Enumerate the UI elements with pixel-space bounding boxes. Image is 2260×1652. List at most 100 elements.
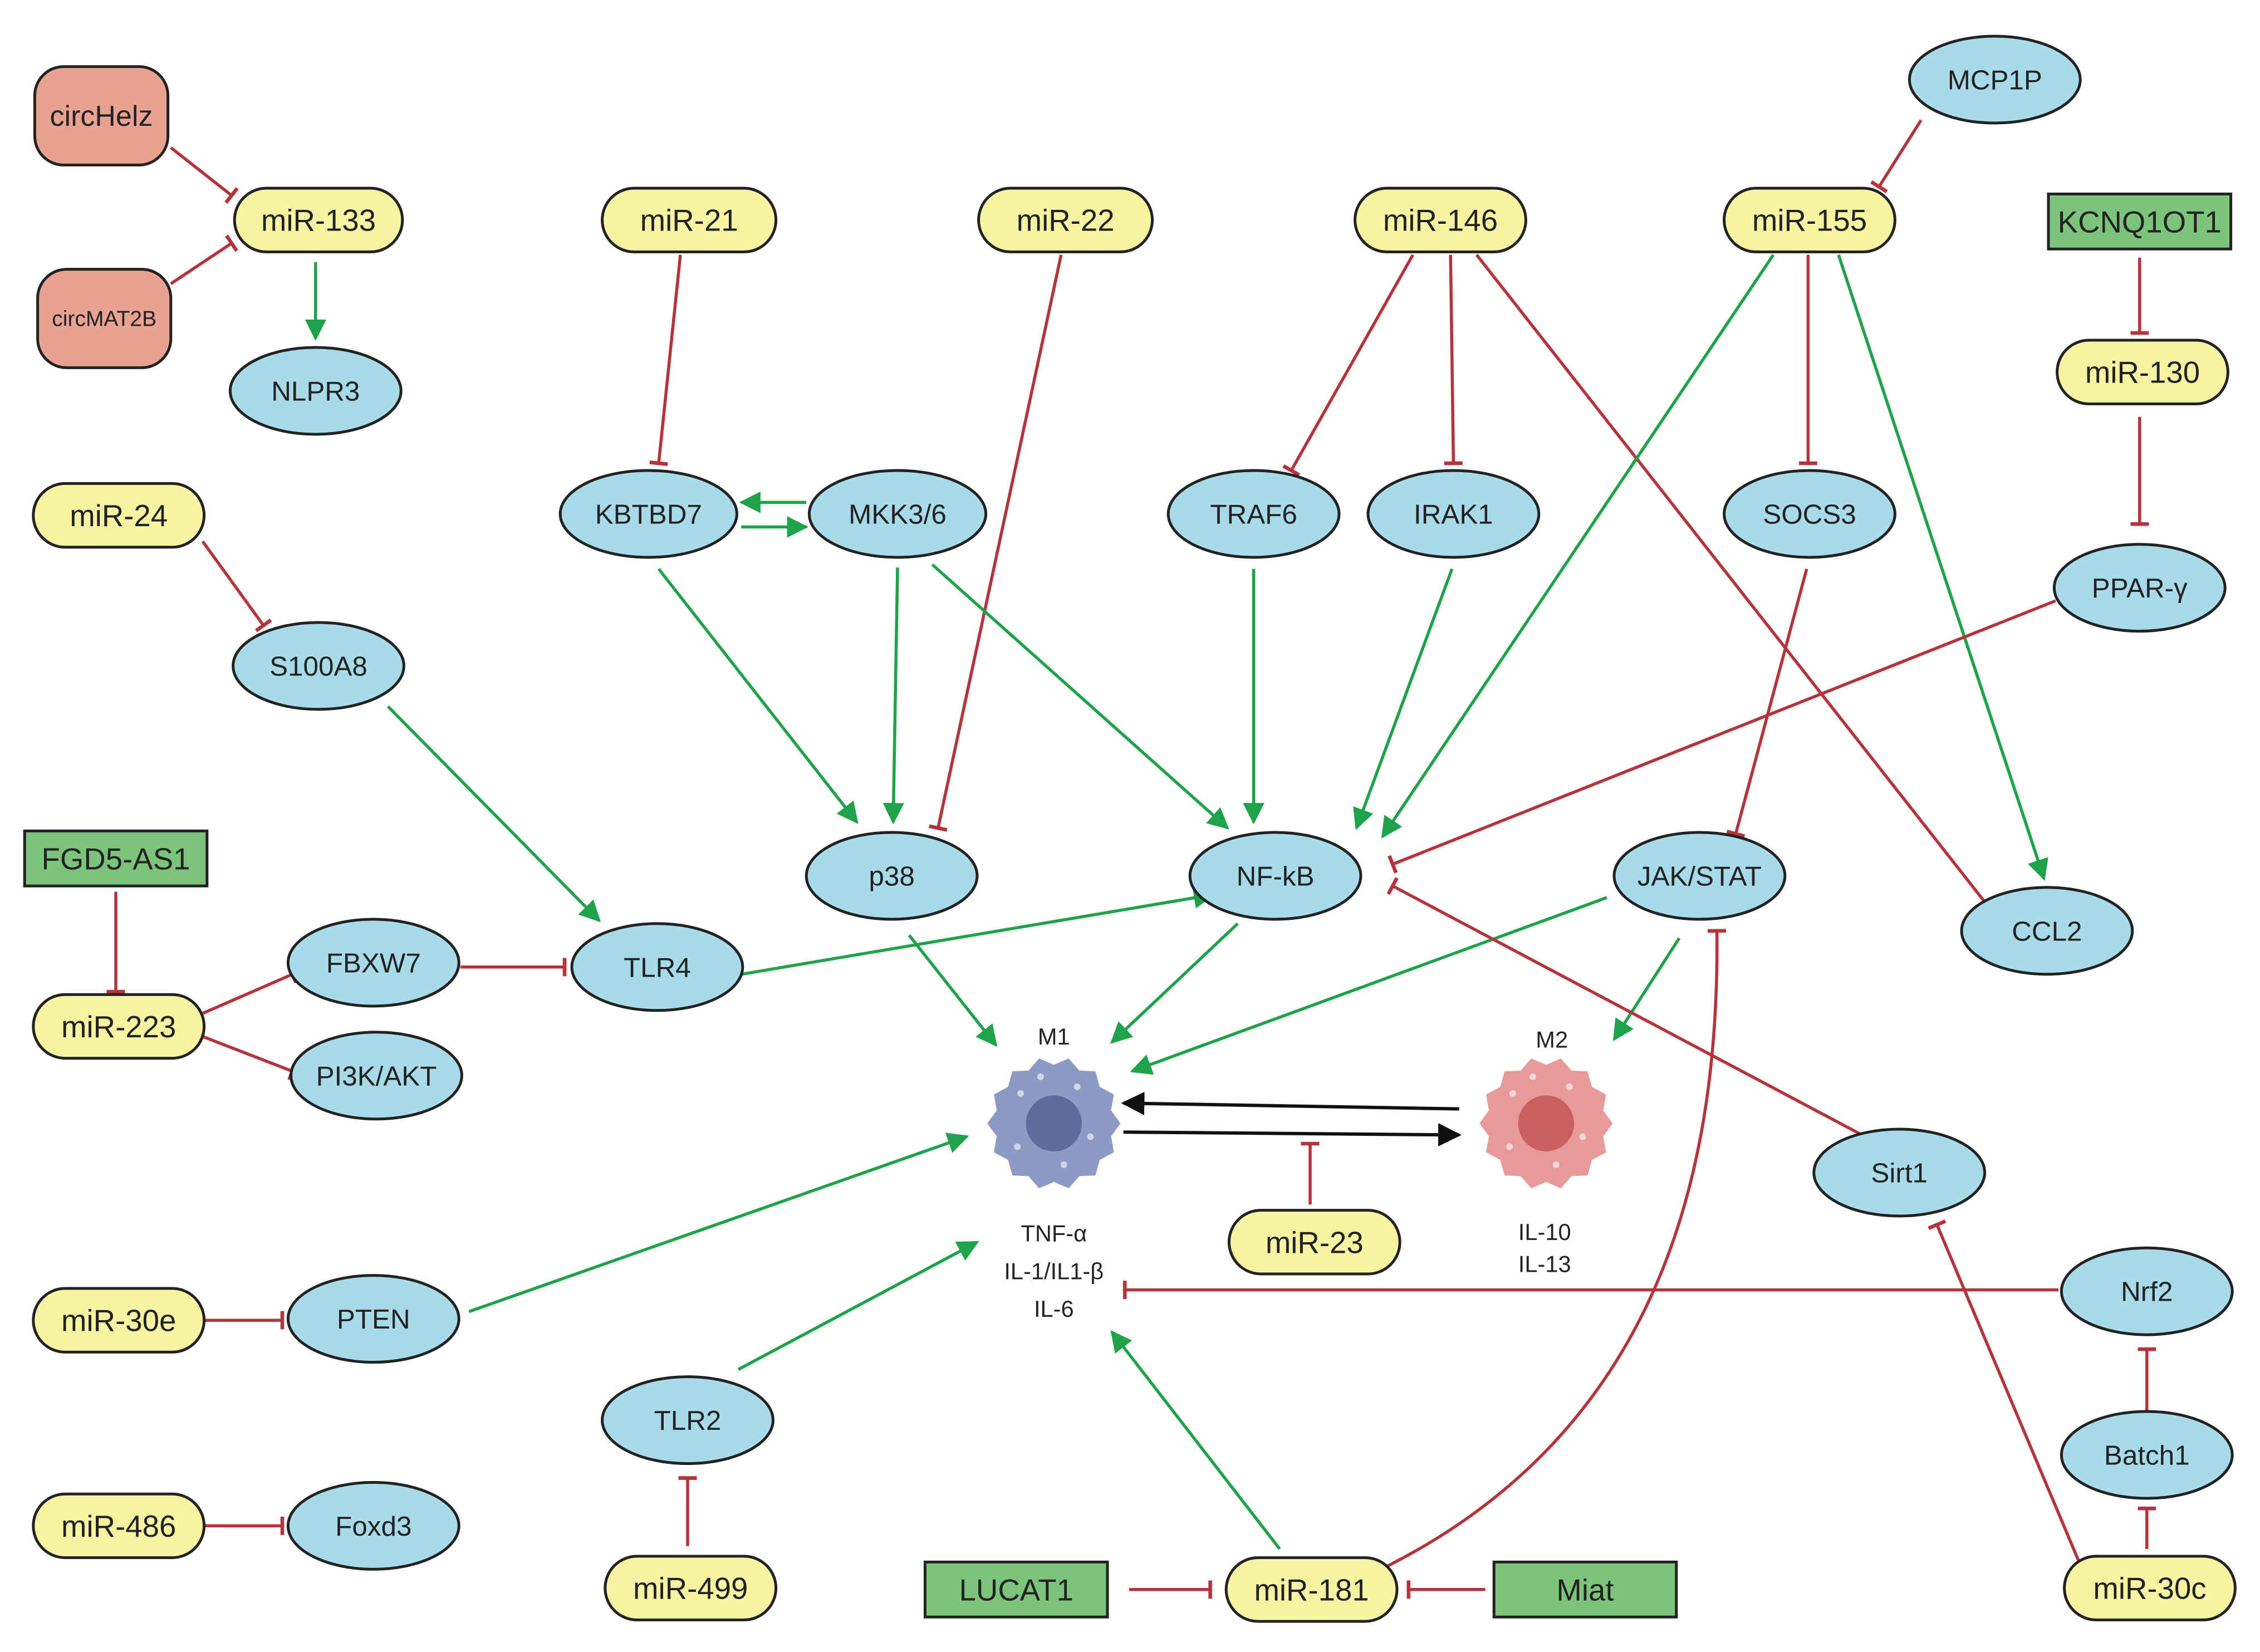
node-shape-traf6 <box>1166 469 1341 559</box>
node-shape-mir-21 <box>601 187 778 253</box>
activation-edge-48 <box>1110 1330 1281 1550</box>
activation-edge-15 <box>1381 254 1775 839</box>
node-shape-mir-133 <box>233 187 404 253</box>
node-shape-mir-24 <box>32 482 206 549</box>
protein-node-p38: p38 <box>805 831 979 921</box>
node-label-s100a8: S100A8 <box>269 651 367 682</box>
inhibition-edge-46 <box>1928 1219 2086 1576</box>
inhibition-edge-5 <box>928 254 1063 832</box>
protein-node-nrf2: Nrf2 <box>2060 1246 2234 1336</box>
protein-node-ccl2: CCL2 <box>1960 886 2134 976</box>
protein-node-ppar-y: PPAR-γ <box>2052 543 2227 633</box>
node-label-mcp1p: MCP1P <box>1948 65 2042 96</box>
inhibition-edge-20 <box>1726 568 1808 839</box>
node-label-tlr2: TLR2 <box>654 1405 722 1436</box>
protein-node-tlr4: TLR4 <box>570 922 744 1012</box>
node-label-pten: PTEN <box>337 1304 410 1335</box>
protein-node-nf-kb: NF-kB <box>1188 831 1362 921</box>
activation-edge-30 <box>908 934 998 1047</box>
m2-label: M2 <box>1536 1026 1568 1052</box>
node-label-mir-146: miR-146 <box>1383 204 1498 238</box>
protein-node-foxd3: Foxd3 <box>286 1481 460 1571</box>
node-shape-socs3 <box>1723 469 1896 559</box>
protein-node-fbxw7: FBXW7 <box>286 918 460 1008</box>
node-label-fgd5-as1: FGD5-AS1 <box>42 842 190 876</box>
lncrna-node-lucat1: LUCAT1 <box>923 1560 1109 1619</box>
inhibition-edge-3 <box>201 540 272 633</box>
mirna-node-mir-21: miR-21 <box>601 187 778 253</box>
node-shape-mcp1p <box>1908 35 2082 125</box>
mirna-node-mir-130: miR-130 <box>2056 339 2229 405</box>
mirna-node-mir-23: miR-23 <box>1227 1209 1401 1276</box>
m2-macrophage-vesicle-0 <box>1509 1090 1516 1097</box>
circrna-node-circhelz: circHelz <box>33 65 170 166</box>
m1-macrophage-vesicle-4 <box>1060 1161 1067 1168</box>
protein-node-nlpr3: NLPR3 <box>228 346 403 436</box>
m1-macrophage-vesicle-0 <box>1017 1090 1024 1097</box>
protein-node-sirt1: Sirt1 <box>1812 1128 1987 1218</box>
node-shape-ccl2 <box>1960 886 2134 976</box>
node-label-miat: Miat <box>1556 1573 1614 1607</box>
node-label-kcnq1ot1: KCNQ1OT1 <box>2058 205 2222 239</box>
node-label-mir-133: miR-133 <box>261 204 376 238</box>
m1-macrophage-vesicle-2 <box>1087 1133 1094 1140</box>
node-shape-mir-22 <box>977 187 1154 253</box>
activation-edge-17 <box>1837 254 2048 881</box>
node-shape-irak1 <box>1366 469 1541 559</box>
node-shape-p38 <box>805 831 979 921</box>
m2-macrophage-vesicle-2 <box>1579 1133 1586 1140</box>
protein-node-irak1: IRAK1 <box>1366 469 1541 559</box>
activation-edge-9 <box>883 567 905 825</box>
lncrna-node-fgd5-as1: FGD5-AS1 <box>23 829 209 888</box>
node-shape-lucat1 <box>923 1560 1109 1619</box>
mirna-node-mir-30c: miR-30c <box>2063 1555 2237 1621</box>
m2-macrophage-vesicle-5 <box>1529 1073 1536 1080</box>
activation-edge-24 <box>386 705 601 923</box>
node-label-mir-486: miR-486 <box>61 1509 176 1543</box>
mirna-node-mir-146: miR-146 <box>1354 187 1527 253</box>
m2-marker-0: IL-10 <box>1518 1219 1571 1245</box>
protein-node-s100a8: S100A8 <box>232 621 405 711</box>
circrna-node-circmat2b: circMAT2B <box>36 268 173 369</box>
protein-node-mkk3-6: MKK3/6 <box>807 469 988 559</box>
node-label-socs3: SOCS3 <box>1763 499 1856 530</box>
mirna-node-mir-155: miR-155 <box>1723 187 1896 253</box>
node-label-ccl2: CCL2 <box>2012 916 2082 947</box>
node-shape-kbtbd7 <box>558 469 738 559</box>
protein-node-jak-stat: JAK/STAT <box>1612 831 1787 921</box>
activation-edge-8 <box>657 568 859 824</box>
inhibition-edge-23 <box>1388 599 2057 874</box>
node-shape-mir-130 <box>2056 339 2229 405</box>
node-label-ppar-y: PPAR-γ <box>2092 573 2188 604</box>
node-label-jak-stat: JAK/STAT <box>1638 861 1762 892</box>
node-shape-mir-223 <box>32 993 206 1060</box>
node-shape-mir-30e <box>32 1287 206 1354</box>
inhibition-edge-1 <box>170 234 238 285</box>
mirna-node-mir-30e: miR-30e <box>32 1287 206 1354</box>
activation-edge-29 <box>741 887 1215 976</box>
inhibition-edge-13 <box>1475 253 2009 929</box>
protein-node-kbtbd7: KBTBD7 <box>558 469 738 559</box>
node-shape-sirt1 <box>1812 1128 1987 1218</box>
protein-node-pten: PTEN <box>286 1274 460 1364</box>
node-label-mir-22: miR-22 <box>1017 204 1115 238</box>
inhibition-edge-37 <box>1386 877 1869 1140</box>
node-shape-nlpr3 <box>228 346 403 436</box>
polarization-edge-34 <box>1121 1091 1459 1115</box>
node-label-nrf2: Nrf2 <box>2121 1277 2173 1307</box>
protein-node-tlr2: TLR2 <box>601 1375 774 1465</box>
node-shape-circhelz <box>33 65 170 166</box>
node-shape-nrf2 <box>2060 1246 2234 1336</box>
lncrna-node-miat: Miat <box>1492 1560 1678 1619</box>
node-label-irak1: IRAK1 <box>1414 499 1493 530</box>
activation-edge-40 <box>468 1133 969 1313</box>
inhibition-edge-12 <box>1444 254 1463 465</box>
inhibition-edge-4 <box>649 254 682 466</box>
node-shape-ppar-y <box>2052 543 2227 633</box>
node-shape-pi3k-akt <box>290 1031 463 1121</box>
node-shape-mir-181 <box>1224 1556 1399 1623</box>
node-label-circhelz: circHelz <box>50 100 153 133</box>
mirna-node-mir-133: miR-133 <box>233 187 404 253</box>
node-label-circmat2b: circMAT2B <box>52 307 156 331</box>
node-label-kbtbd7: KBTBD7 <box>595 499 702 530</box>
